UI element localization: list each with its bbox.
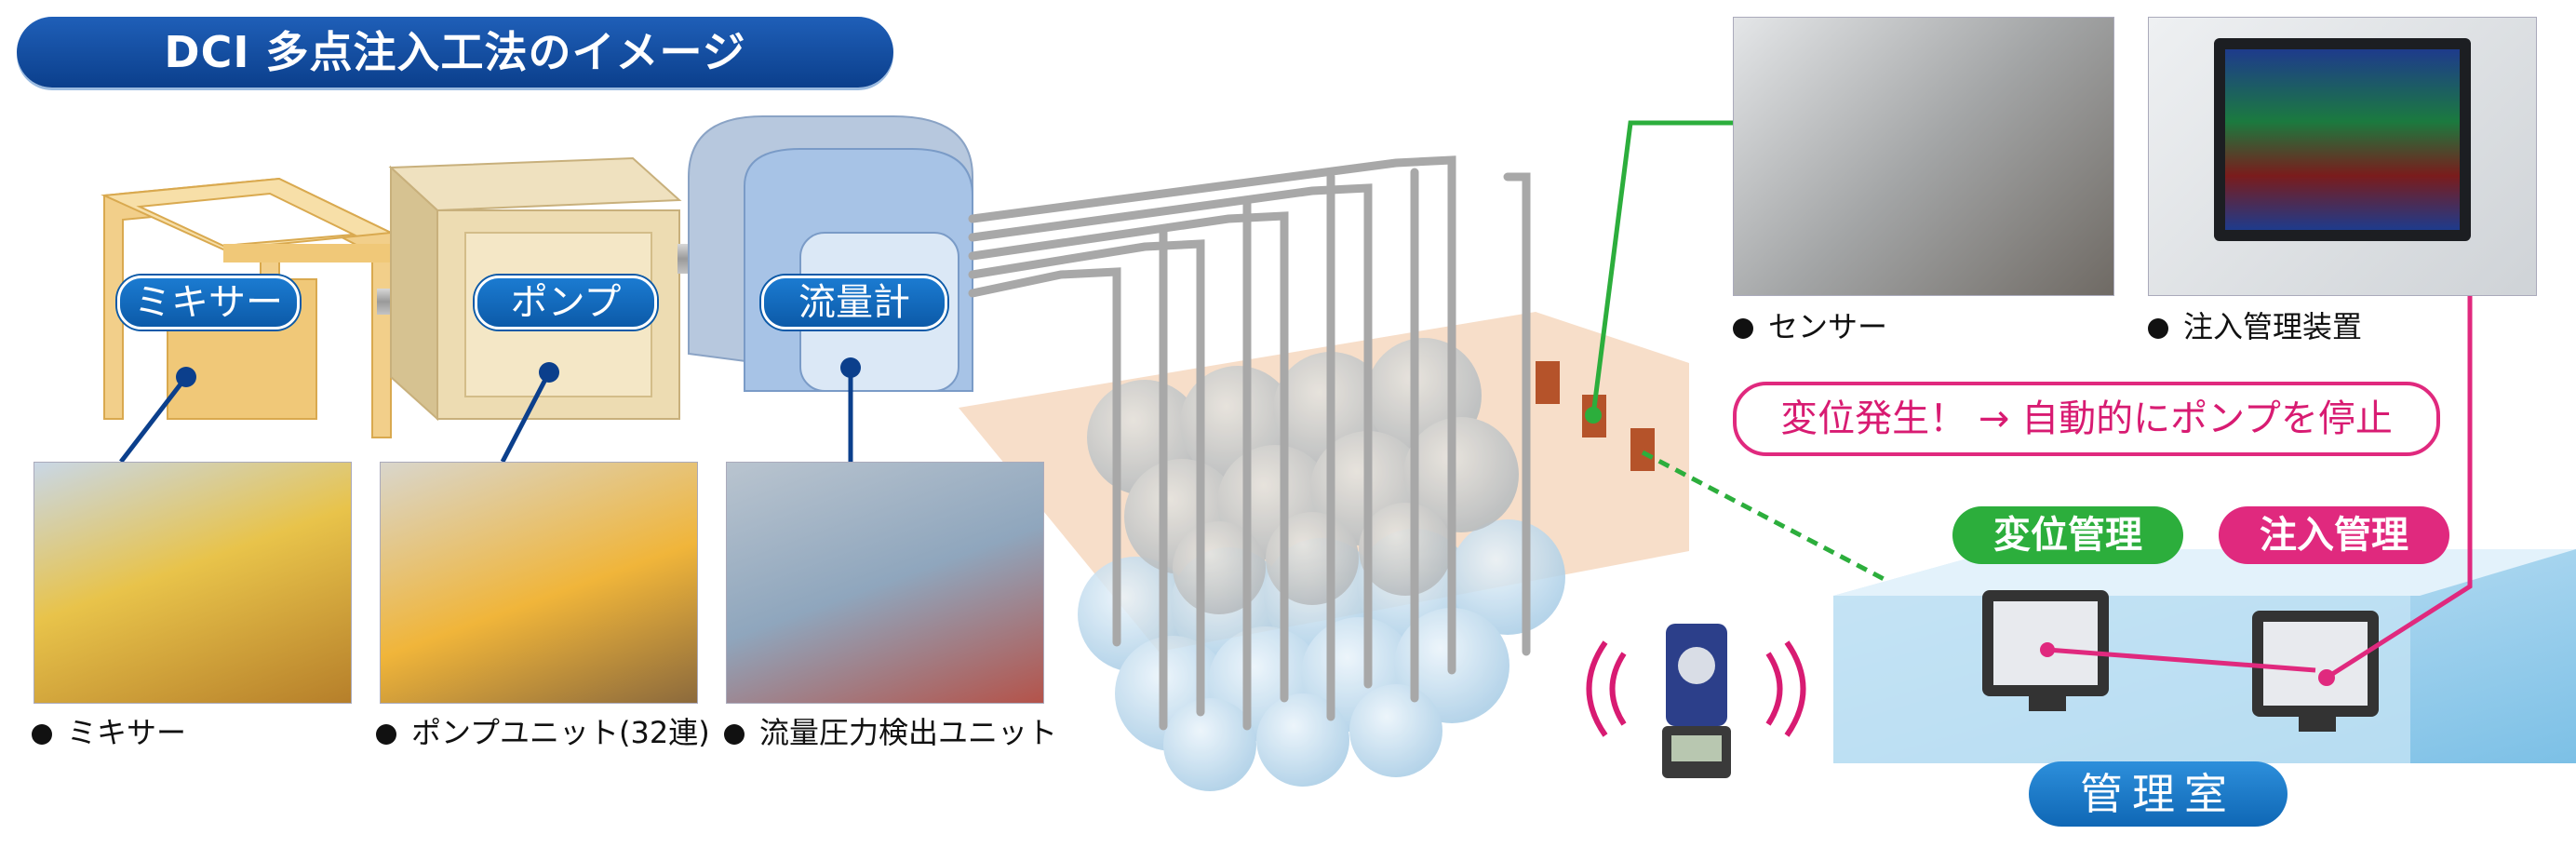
pump-unit-photo — [380, 462, 698, 704]
label-control-room: 管理室 — [2029, 761, 2288, 827]
bullet-icon — [724, 724, 745, 745]
bullet-icon — [376, 724, 396, 745]
sensor-marker-3 — [1630, 428, 1655, 471]
auto-stop-alert: 変位発生！ → 自動的にポンプを停止 — [1733, 382, 2440, 456]
label-flowmeter: 流量計 — [761, 276, 947, 330]
sensor-marker-1 — [1536, 361, 1560, 404]
caption-mixer-text: ミキサー — [67, 715, 187, 750]
caption-injection-device-text: 注入管理装置 — [2183, 309, 2363, 344]
monitor-link-line — [2046, 647, 2316, 673]
flow-unit-photo — [726, 462, 1044, 704]
label-injection-management: 注入管理 — [2219, 506, 2449, 564]
label-mixer: ミキサー — [117, 276, 300, 330]
caption-sensor-text: センサー — [1768, 309, 1888, 344]
injection-device-photo — [2148, 17, 2537, 296]
mixer-photo — [34, 462, 352, 704]
caption-pump-unit-text: ポンプユニット(32連) — [411, 715, 710, 750]
caption-pump-unit: ポンプユニット(32連) — [376, 709, 710, 752]
bullet-icon — [1733, 318, 1753, 339]
label-displacement-management: 変位管理 — [1952, 506, 2183, 564]
total-station-illustration — [1586, 624, 1806, 778]
sensor-link-line — [1590, 120, 1740, 416]
page-title: DCI 多点注入工法のイメージ — [17, 17, 893, 87]
monitor-injection — [2252, 611, 2379, 732]
caption-flow-unit-text: 流量圧力検出ユニット — [759, 715, 1058, 750]
caption-mixer: ミキサー — [32, 709, 186, 752]
device-monitor-screen — [2214, 38, 2471, 241]
sensor-photo — [1733, 17, 2114, 296]
leader-pump — [500, 370, 552, 464]
bullet-icon — [2148, 318, 2168, 339]
device-screen-content — [2225, 49, 2460, 230]
caption-injection-device: 注入管理装置 — [2148, 303, 2362, 346]
caption-sensor: センサー — [1733, 303, 1887, 346]
bullet-icon — [32, 724, 52, 745]
caption-flow-unit: 流量圧力検出ユニット — [724, 709, 1057, 752]
flowmeter-illustration — [688, 115, 973, 393]
injection-pipes — [968, 155, 1531, 731]
control-room — [1833, 549, 2576, 763]
injection-link-line — [2325, 296, 2473, 680]
label-pump: ポンプ — [475, 276, 657, 330]
leader-mixer — [119, 375, 188, 464]
